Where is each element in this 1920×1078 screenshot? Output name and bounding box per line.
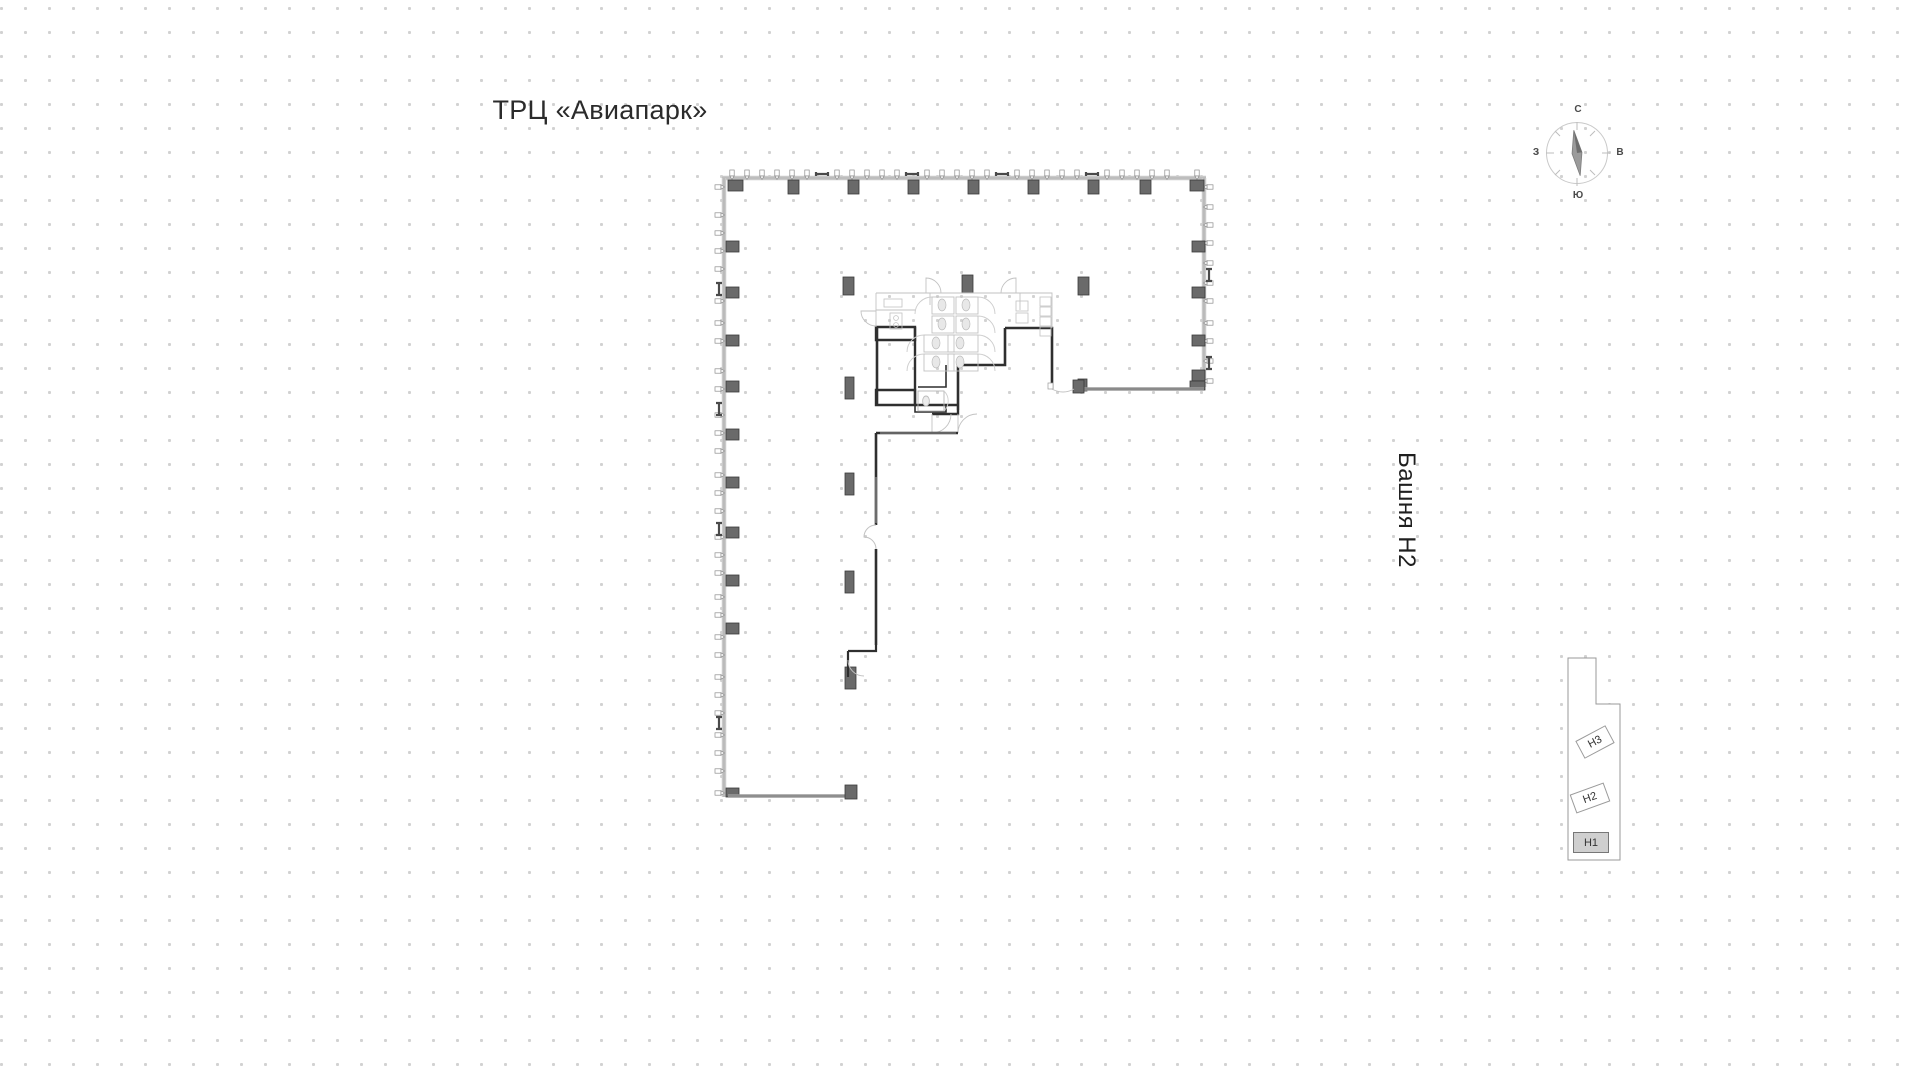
floor-plan-drawing — [714, 169, 1214, 800]
building-option-h1[interactable]: Н1 — [1573, 832, 1609, 853]
compass-rose: С В Ю З — [1528, 104, 1628, 204]
compass-label-east: В — [1616, 147, 1624, 158]
building-option-h3-label: Н3 — [1585, 733, 1605, 751]
building-selector[interactable]: Н3 Н2 Н1 — [1566, 656, 1622, 862]
building-option-h2-label: Н2 — [1581, 789, 1599, 807]
compass-needle-icon — [1546, 122, 1610, 186]
floor-plan-canvas[interactable] — [700, 165, 1220, 810]
page-title: ТРЦ «Авиапарк» — [492, 95, 708, 125]
compass-label-south: Ю — [1572, 190, 1584, 201]
tower-label: Башня Н2 — [1393, 452, 1420, 568]
building-option-h1-label: Н1 — [1583, 836, 1599, 849]
compass-label-west: З — [1532, 147, 1540, 158]
compass-label-north: С — [1574, 104, 1582, 115]
